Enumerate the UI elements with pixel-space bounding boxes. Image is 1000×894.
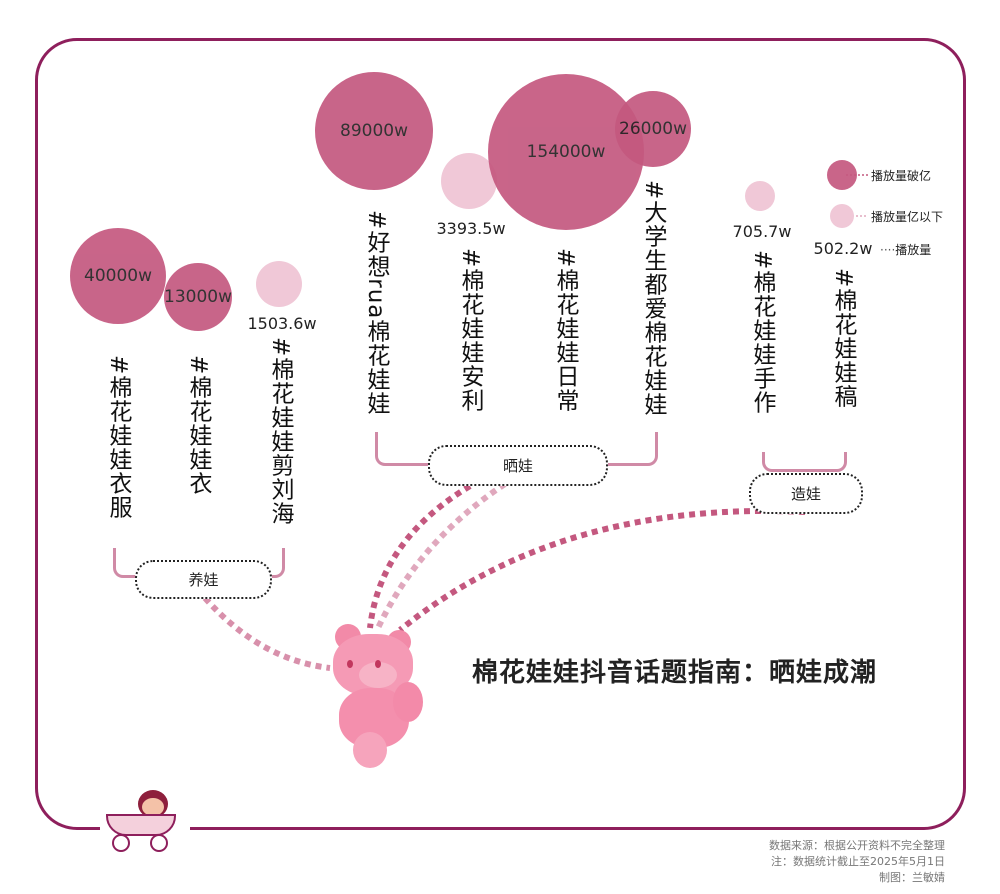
bubble-40000w: 40000w [70,228,166,324]
bubble-1503.6w [256,261,302,307]
bubble-13000w: 13000w [164,263,232,331]
legend-high-bubble [827,160,857,190]
bubble-154000w: 154000w [488,74,644,230]
author-line: 制图：兰敏婧 [879,871,945,884]
bubble-value-label: 1503.6w [247,314,317,333]
bubble-value-label: 89000w [340,121,408,141]
legend-high-label: 播放量破亿 [871,169,932,183]
bubble-value-label: 502.2w [813,239,873,258]
connector-shaiwa-2 [367,483,472,629]
connector-yangwa [202,596,331,671]
note-line: 注：数据统计截止至2025年5月1日 [771,855,945,868]
stroller-illustration [106,790,176,852]
topic-name: #大学生都爱棉花娃娃 [640,180,666,417]
source-line: 数据来源：根据公开资料不完全整理 [769,839,945,852]
legend-low-label: 播放量亿以下 [871,210,944,224]
bubble-3393.5w [441,153,497,209]
topic-name: #棉花娃娃手作 [749,250,775,415]
bubble-value-label: 40000w [84,266,152,286]
topic-name: #棉花娃娃安利 [457,248,483,413]
chart-title: 棉花娃娃抖音话题指南：晒娃成潮 [472,658,878,688]
legend-low-bubble [830,204,854,228]
bubble-26000w: 26000w [615,91,691,167]
group-pill-yangwa: 养娃 [135,560,272,599]
connector-shaiwa [375,481,507,630]
bubble-value-label: 26000w [619,119,687,139]
bubble-value-label: 154000w [526,142,606,162]
bubble-value-label: 705.7w [732,222,792,241]
bubble-89000w: 89000w [315,72,433,190]
bubble-value-label: 3393.5w [436,219,506,238]
group-pill-zaowa: 造娃 [749,473,863,514]
connector-zaowa [398,507,806,633]
frame-border [35,38,966,830]
topic-name: #棉花娃娃剪刘海 [267,337,293,526]
bubble-value-label: 13000w [164,287,232,307]
group-pill-shaiwa: 晒娃 [428,445,608,486]
legend-count-label: ····播放量 [880,243,932,257]
bracket-zaowa [762,452,847,472]
bubble-705.7w [745,181,775,211]
topic-name: #好想rua棉花娃娃 [363,210,389,416]
source-notes: 数据来源：根据公开资料不完全整理 注：数据统计截止至2025年5月1日 制图：兰… [769,838,945,886]
topic-name: #棉花娃娃稿 [830,268,856,409]
topic-name: #棉花娃娃日常 [552,248,578,413]
topic-name: #棉花娃娃衣服 [105,355,131,520]
teddy-bear-illustration [325,622,430,772]
topic-name: #棉花娃娃衣 [185,355,211,496]
